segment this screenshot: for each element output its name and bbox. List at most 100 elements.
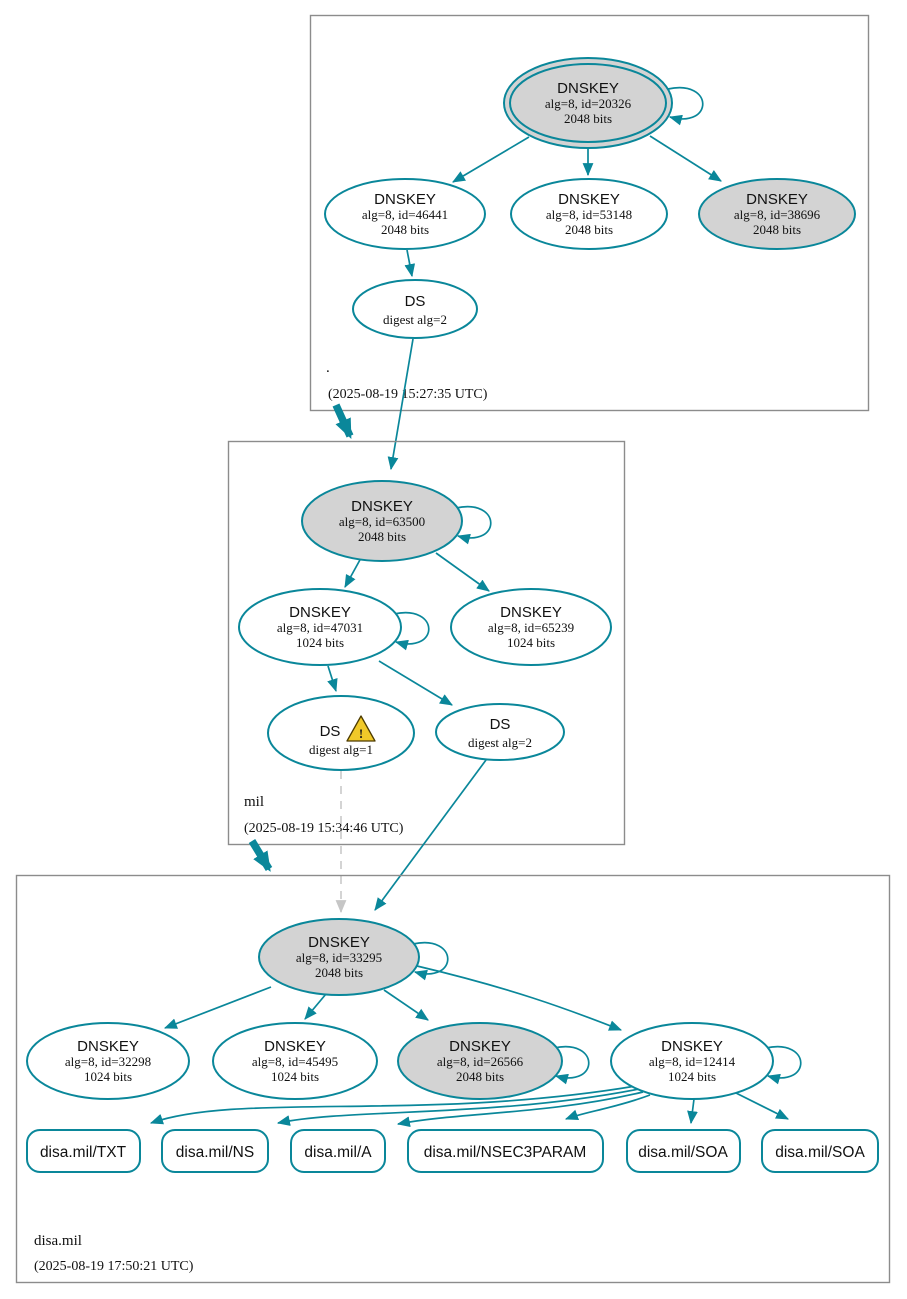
- edge-12414-to-txt: [149, 1085, 637, 1125]
- node-bits: 2048 bits: [381, 222, 429, 237]
- disa-zone-group: DNSKEY alg=8, id=33295 2048 bits DNSKEY …: [15, 874, 891, 1284]
- edge-mil-ds2-to-disa-ksk: [374, 759, 487, 911]
- mil-zone-timestamp: (2025-08-19 15:34:46 UTC): [244, 821, 404, 836]
- edge-root-ksk-to-46441: [452, 136, 530, 183]
- node-detail: alg=8, id=65239: [488, 620, 574, 635]
- edge-mil-ksk-to-47031: [344, 557, 362, 588]
- node-detail: alg=8, id=20326: [545, 96, 632, 111]
- mil-ds-alg1-node[interactable]: DS ! digest alg=1: [267, 695, 415, 771]
- disa-ksk-33295-node[interactable]: DNSKEY alg=8, id=33295 2048 bits: [258, 918, 420, 996]
- edge-disa-ksk-to-12414: [416, 965, 623, 1031]
- record-disa-txt[interactable]: disa.mil/TXT: [26, 1129, 141, 1173]
- edge-47031-selfloop: [393, 611, 430, 651]
- node-title: DNSKEY: [264, 1038, 326, 1055]
- root-zone-timestamp: (2025-08-19 15:27:35 UTC): [328, 387, 488, 402]
- edge-12414-to-soa1: [687, 1098, 698, 1125]
- edge-47031-to-ds2: [378, 660, 453, 706]
- node-bits: 1024 bits: [507, 635, 555, 650]
- record-disa-soa-2[interactable]: disa.mil/SOA: [761, 1129, 879, 1173]
- record-label: disa.mil/SOA: [775, 1144, 865, 1161]
- disa-dnskey-45495-node[interactable]: DNSKEY alg=8, id=45495 1024 bits: [212, 1022, 378, 1100]
- edge-mil-ksk-selfloop: [455, 505, 492, 545]
- record-label: disa.mil/NS: [176, 1144, 254, 1161]
- node-bits: 1024 bits: [271, 1069, 319, 1084]
- record-label: disa.mil/A: [304, 1144, 372, 1161]
- node-detail: alg=8, id=63500: [339, 514, 425, 529]
- node-title: DNSKEY: [558, 191, 620, 208]
- node-title: DNSKEY: [557, 80, 619, 97]
- edge-root-ksk-to-38696: [649, 135, 722, 182]
- node-bits: 1024 bits: [668, 1069, 716, 1084]
- mil-ds-alg2-node[interactable]: DS digest alg=2: [435, 703, 565, 761]
- edge-12414-to-soa2: [735, 1092, 789, 1120]
- node-detail: digest alg=2: [383, 312, 447, 327]
- svg-text:!: !: [359, 726, 363, 741]
- edge-12414-to-nsec3param: [564, 1094, 651, 1120]
- root-zone-border: [309, 14, 870, 412]
- edge-12414-selfloop: [765, 1045, 802, 1085]
- node-detail: alg=8, id=38696: [734, 207, 821, 222]
- disa-dnskey-26566-node[interactable]: DNSKEY alg=8, id=26566 2048 bits: [397, 1022, 563, 1100]
- record-disa-a[interactable]: disa.mil/A: [290, 1129, 386, 1173]
- node-title: DS: [490, 716, 511, 733]
- disa-dnskey-12414-node[interactable]: DNSKEY alg=8, id=12414 1024 bits: [610, 1022, 774, 1100]
- mil-dnskey-65239-node[interactable]: DNSKEY alg=8, id=65239 1024 bits: [450, 588, 612, 666]
- edge-26566-selfloop: [553, 1045, 590, 1085]
- node-detail: alg=8, id=26566: [437, 1054, 524, 1069]
- node-title: DNSKEY: [77, 1038, 139, 1055]
- record-label: disa.mil/SOA: [638, 1144, 728, 1161]
- node-title: DNSKEY: [289, 604, 351, 621]
- disa-zone-timestamp: (2025-08-19 17:50:21 UTC): [34, 1259, 194, 1274]
- node-detail: alg=8, id=47031: [277, 620, 363, 635]
- disa-dnskey-32298-node[interactable]: DNSKEY alg=8, id=32298 1024 bits: [26, 1022, 190, 1100]
- node-title: DNSKEY: [500, 604, 562, 621]
- node-bits: 1024 bits: [84, 1069, 132, 1084]
- edge-46441-to-root-ds: [404, 249, 416, 278]
- node-detail: alg=8, id=33295: [296, 950, 382, 965]
- mil-dnskey-47031-node[interactable]: DNSKEY alg=8, id=47031 1024 bits: [238, 588, 402, 666]
- node-title: DNSKEY: [374, 191, 436, 208]
- root-dnskey-38696-node[interactable]: DNSKEY alg=8, id=38696 2048 bits: [698, 178, 856, 250]
- node-bits: 2048 bits: [358, 529, 406, 544]
- node-bits: 2048 bits: [565, 222, 613, 237]
- disa-zone-border: [15, 874, 891, 1284]
- zone-delegation-arrow-root-to-mil: [332, 403, 354, 440]
- root-ksk-20326-node[interactable]: DNSKEY alg=8, id=20326 2048 bits: [503, 57, 673, 149]
- mil-zone-label: mil: [244, 794, 264, 810]
- edge-47031-to-ds1: [327, 665, 338, 693]
- edge-12414-to-a: [396, 1091, 644, 1128]
- node-title: DS: [405, 293, 426, 310]
- node-title: DNSKEY: [351, 498, 413, 515]
- root-dnskey-53148-node[interactable]: DNSKEY alg=8, id=53148 2048 bits: [510, 178, 668, 250]
- node-bits: 2048 bits: [315, 965, 363, 980]
- node-title: DNSKEY: [308, 934, 370, 951]
- node-title: DNSKEY: [746, 191, 808, 208]
- edge-mil-ksk-to-65239: [435, 552, 490, 592]
- edge-12414-to-ns: [276, 1088, 640, 1126]
- node-bits: 2048 bits: [564, 111, 612, 126]
- node-title: DNSKEY: [661, 1038, 723, 1055]
- node-title: DS: [320, 723, 341, 740]
- node-detail: digest alg=2: [468, 735, 532, 750]
- node-detail: alg=8, id=53148: [546, 207, 632, 222]
- node-bits: 2048 bits: [456, 1069, 504, 1084]
- warning-icon: !: [346, 715, 376, 742]
- node-detail: alg=8, id=32298: [65, 1054, 151, 1069]
- node-bits: 2048 bits: [753, 222, 801, 237]
- record-disa-ns[interactable]: disa.mil/NS: [161, 1129, 269, 1173]
- edge-disa-ksk-to-26566: [383, 989, 429, 1021]
- edge-disa-ksk-to-45495: [304, 993, 327, 1020]
- node-detail: digest alg=1: [309, 742, 373, 757]
- record-disa-soa-1[interactable]: disa.mil/SOA: [626, 1129, 741, 1173]
- root-ds-node[interactable]: DS digest alg=2: [352, 279, 478, 339]
- edge-root-ksk-selfloop: [667, 86, 704, 126]
- node-title: DNSKEY: [449, 1038, 511, 1055]
- node-detail: alg=8, id=12414: [649, 1054, 736, 1069]
- root-dnskey-46441-node[interactable]: DNSKEY alg=8, id=46441 2048 bits: [324, 178, 486, 250]
- edge-disa-ksk-selfloop: [412, 941, 449, 981]
- record-disa-nsec3param[interactable]: disa.mil/NSEC3PARAM: [407, 1129, 604, 1173]
- node-detail: alg=8, id=45495: [252, 1054, 338, 1069]
- mil-ksk-63500-node[interactable]: DNSKEY alg=8, id=63500 2048 bits: [301, 480, 463, 562]
